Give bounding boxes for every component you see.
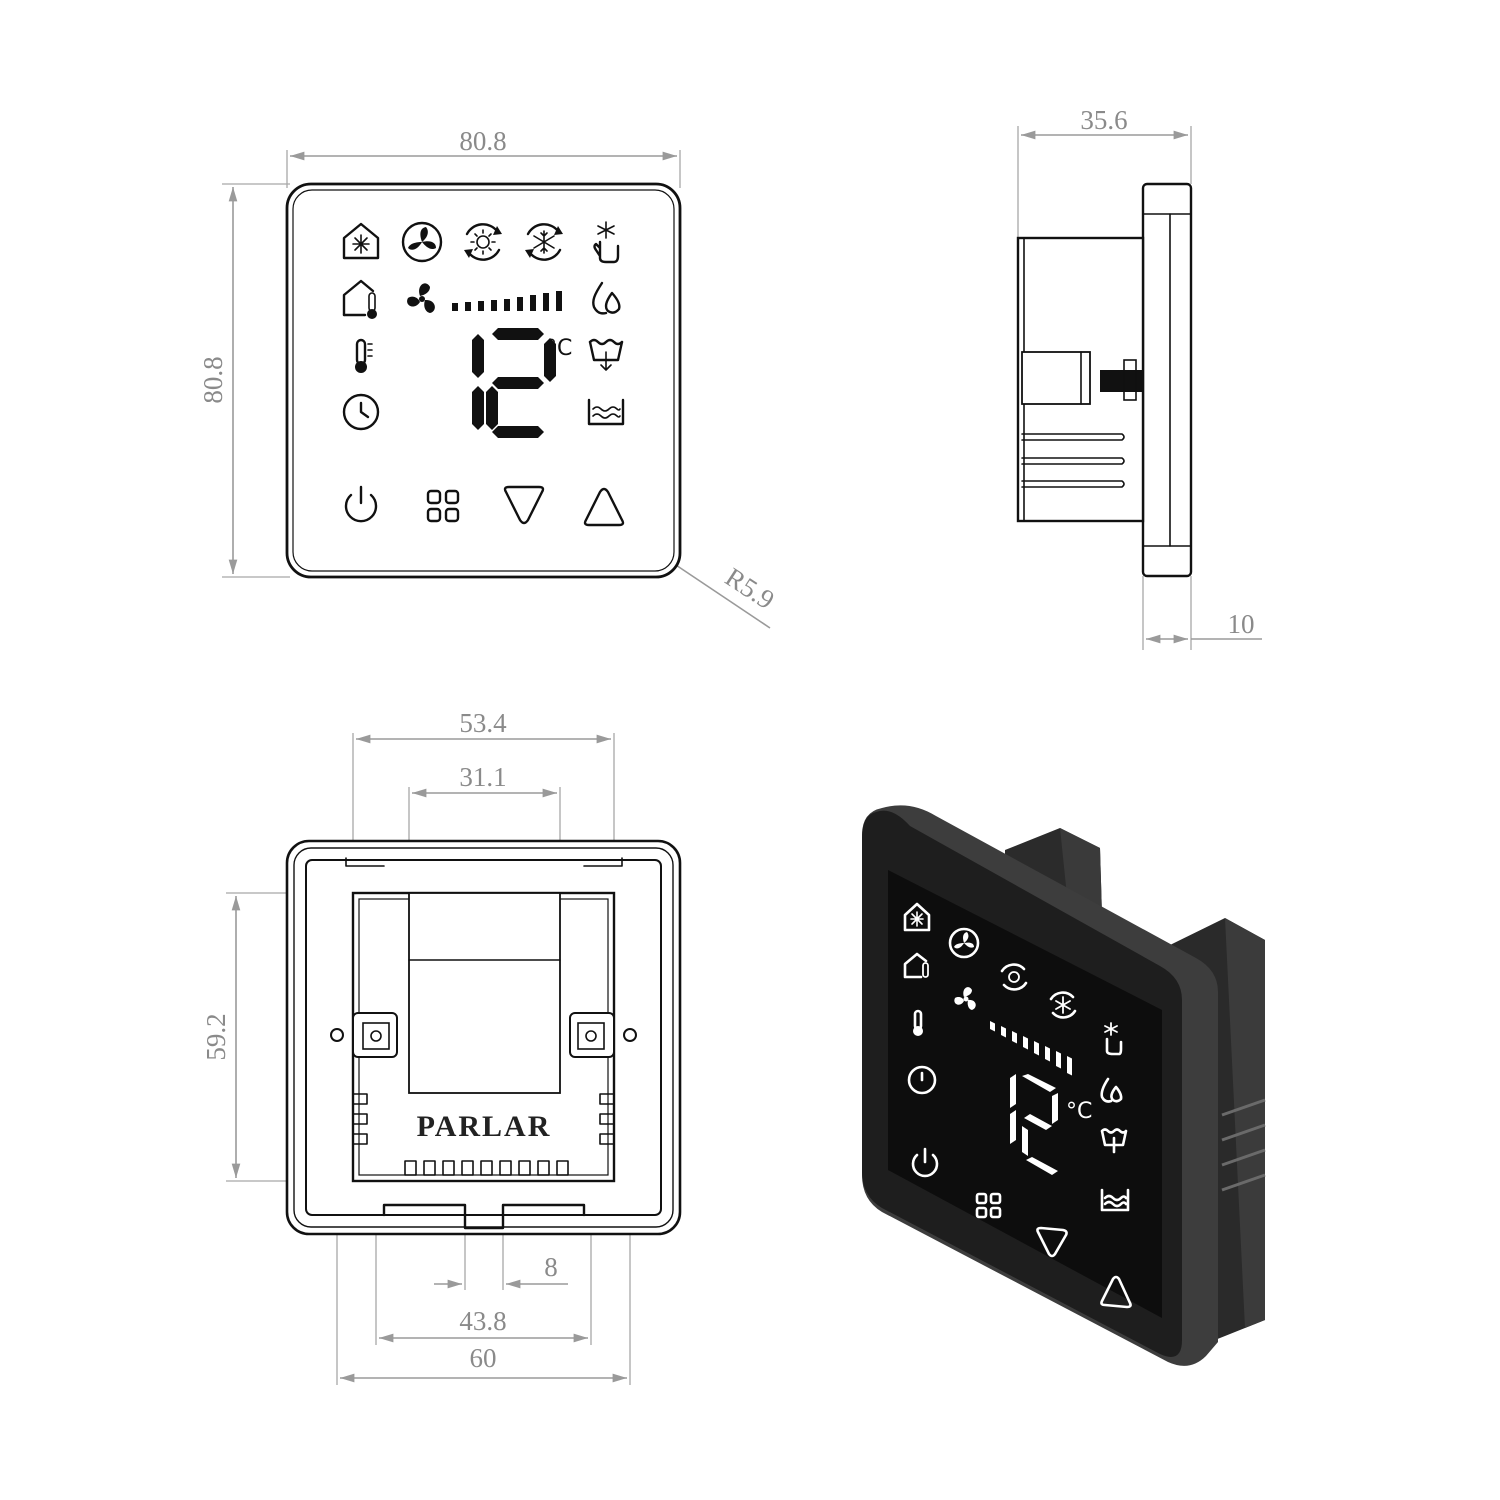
side-connector xyxy=(1100,370,1143,392)
mount-tab-left xyxy=(352,1012,398,1058)
water-drops-icon xyxy=(592,281,621,315)
dim-back-mount-spacing: 60 xyxy=(470,1343,497,1373)
back-module xyxy=(408,892,561,1094)
dim-back-module-width: 31.1 xyxy=(459,762,506,792)
mount-hole-left xyxy=(330,1028,344,1042)
mount-hole-right xyxy=(623,1028,637,1042)
water-level-icon xyxy=(587,398,625,426)
fan-icon xyxy=(407,283,435,313)
product-unit: °C xyxy=(1066,1099,1092,1124)
dim-back-inner-width: 53.4 xyxy=(459,708,507,738)
temperature-unit: °C xyxy=(546,336,572,361)
house-thermometer-icon xyxy=(342,279,377,319)
house-snowflake-icon xyxy=(342,222,380,260)
side-front-panel xyxy=(1141,182,1193,578)
brand-label: PARLAR xyxy=(417,1110,552,1143)
dim-back-notch: 8 xyxy=(544,1252,558,1282)
dim-back-hole-spacing: 43.8 xyxy=(459,1306,506,1336)
up-button[interactable] xyxy=(583,487,625,527)
snowflake-hand-icon xyxy=(593,221,620,264)
power-button[interactable] xyxy=(344,485,378,523)
dim-front-height: 80.8 xyxy=(198,356,228,403)
dim-front-width: 80.8 xyxy=(459,126,506,156)
fan-circle-icon xyxy=(401,221,443,263)
product-menu-icon xyxy=(975,1192,1002,1219)
menu-button[interactable] xyxy=(426,489,460,523)
dim-side-frame: 10 xyxy=(1228,609,1255,639)
side-view: 35.6 10 xyxy=(1016,105,1262,650)
product-digits xyxy=(1010,1074,1058,1175)
dim-back-inner-height: 59.2 xyxy=(201,1013,231,1060)
terminal-block xyxy=(404,1160,569,1176)
thermometer-icon xyxy=(355,338,373,373)
heating-drain-icon xyxy=(588,338,624,371)
dim-side-depth: 35.6 xyxy=(1080,105,1127,135)
fan-speed-bar-icon xyxy=(452,291,562,311)
snowflake-cycle-icon xyxy=(525,223,563,261)
product-power-icon xyxy=(911,1147,939,1178)
product-down-icon xyxy=(1036,1226,1068,1258)
mount-tab-right xyxy=(569,1012,615,1058)
front-panel xyxy=(285,182,682,579)
down-button[interactable] xyxy=(503,485,545,525)
clock-icon xyxy=(342,393,380,431)
front-view: 80.8 80.8 R5.9 xyxy=(198,126,780,629)
dim-corner-radius: R5.9 xyxy=(720,562,780,615)
product-3d-view: °C xyxy=(862,805,1266,1366)
sun-cycle-icon xyxy=(464,223,502,261)
back-view: 53.4 31.1 59.2 8 43.8 60 xyxy=(201,708,682,1385)
product-up-icon xyxy=(1100,1275,1132,1309)
